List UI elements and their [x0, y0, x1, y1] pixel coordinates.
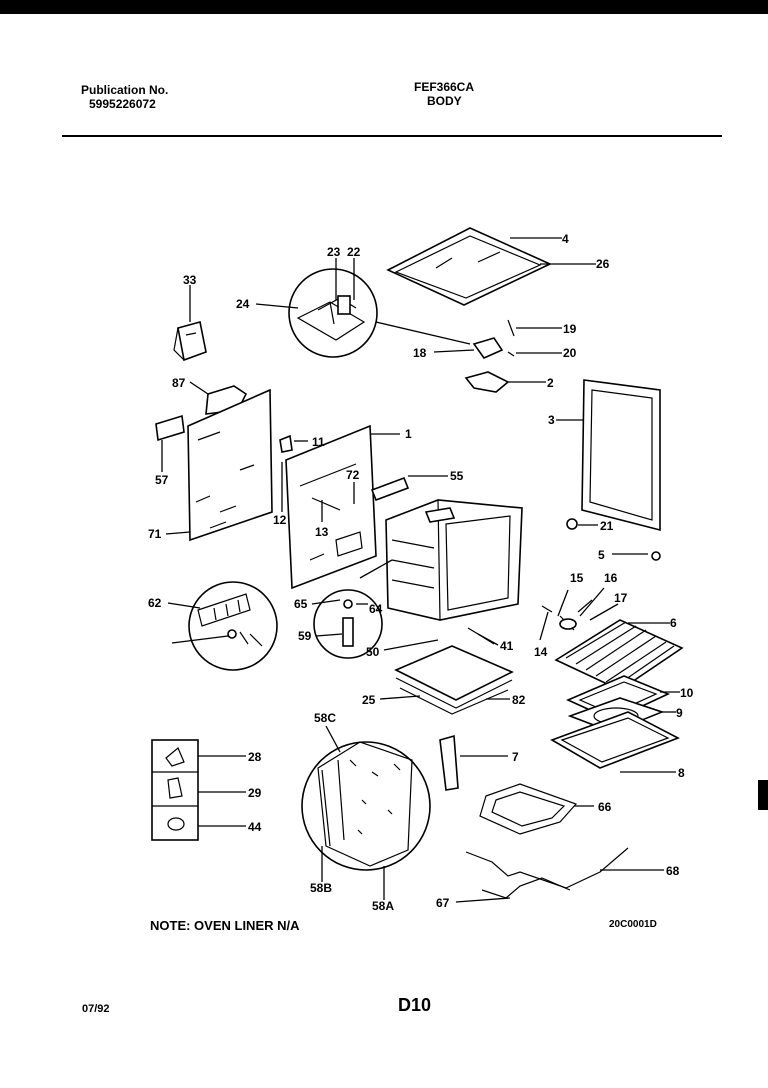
part-71-side-panel — [187, 388, 273, 542]
callout-12: 12 — [273, 513, 287, 527]
part-3-door — [581, 379, 661, 532]
callout-8: 8 — [678, 766, 685, 780]
callout-22: 22 — [347, 245, 361, 259]
callout-6: 6 — [670, 616, 677, 630]
callout-23: 23 — [327, 245, 341, 259]
callout-21: 21 — [600, 519, 614, 533]
callout-65: 65 — [294, 597, 308, 611]
callout-59: 59 — [298, 629, 312, 643]
parts-28-29-44-boxes — [151, 739, 199, 841]
callout-50: 50 — [366, 645, 380, 659]
part-6-oven-rack — [554, 619, 684, 691]
callout-64: 64 — [369, 602, 383, 616]
callout-55: 55 — [450, 469, 464, 483]
detail-circle-switch — [188, 581, 278, 671]
publication-date: 07/92 — [82, 1003, 110, 1015]
detail-circle-hinge — [288, 268, 378, 358]
callout-5: 5 — [598, 548, 605, 562]
callout-11: 11 — [312, 435, 325, 449]
callout-24: 24 — [236, 297, 250, 311]
callout-33: 33 — [183, 273, 197, 287]
callout-9: 9 — [676, 706, 683, 720]
page-number: D10 — [398, 995, 432, 1015]
oven-liner-note: NOTE: OVEN LINER N/A — [150, 918, 300, 933]
header-rule — [62, 135, 722, 137]
callout-7: 7 — [512, 750, 519, 764]
callout-41: 41 — [500, 639, 514, 653]
callout-17: 17 — [614, 591, 628, 605]
callout-16: 16 — [604, 571, 618, 585]
publication-label: Publication No. — [81, 83, 169, 97]
part-4-cooktop — [386, 227, 552, 306]
callout-3: 3 — [548, 413, 555, 427]
callout-26: 26 — [596, 257, 610, 271]
parts-66-67-68-elements — [465, 783, 629, 899]
callout-25: 25 — [362, 693, 376, 707]
publication-number: 5995226072 — [89, 97, 156, 111]
callout-57: 57 — [155, 473, 169, 487]
part-33-bracket — [173, 321, 207, 362]
callout-44: 44 — [248, 820, 262, 834]
callout-58a: 58A — [372, 899, 394, 913]
part-25-bottom-panel — [394, 645, 514, 715]
callout-1: 1 — [405, 427, 412, 441]
callout-15: 15 — [570, 571, 584, 585]
callout-20: 20 — [563, 346, 577, 360]
callout-18: 18 — [413, 346, 427, 360]
callout-2: 2 — [547, 376, 554, 390]
callout-4: 4 — [562, 232, 569, 246]
callout-58b: 58B — [310, 881, 332, 895]
part-1-rear-panel — [285, 424, 377, 590]
callout-29: 29 — [248, 786, 262, 800]
callout-14: 14 — [534, 645, 548, 659]
callout-71: 71 — [148, 527, 162, 541]
detail-circle-insulation — [301, 741, 431, 871]
callout-19: 19 — [563, 322, 577, 336]
callout-66: 66 — [598, 800, 612, 814]
model-number: FEF366CA — [414, 80, 475, 94]
detail-circle-leg — [313, 589, 383, 659]
part-50-oven-body — [385, 499, 523, 621]
callout-28: 28 — [248, 750, 262, 764]
callout-10: 10 — [680, 686, 694, 700]
section-title: BODY — [427, 94, 462, 108]
callout-72: 72 — [346, 468, 360, 482]
callout-62: 62 — [148, 596, 162, 610]
callout-67: 67 — [436, 896, 450, 910]
callout-87: 87 — [172, 376, 186, 390]
drawing-code: 20C0001D — [609, 919, 657, 930]
top-border — [0, 0, 768, 14]
callout-82: 82 — [512, 693, 526, 707]
callout-68: 68 — [666, 864, 680, 878]
callout-58c: 58C — [314, 711, 336, 725]
callout-13: 13 — [315, 525, 329, 539]
